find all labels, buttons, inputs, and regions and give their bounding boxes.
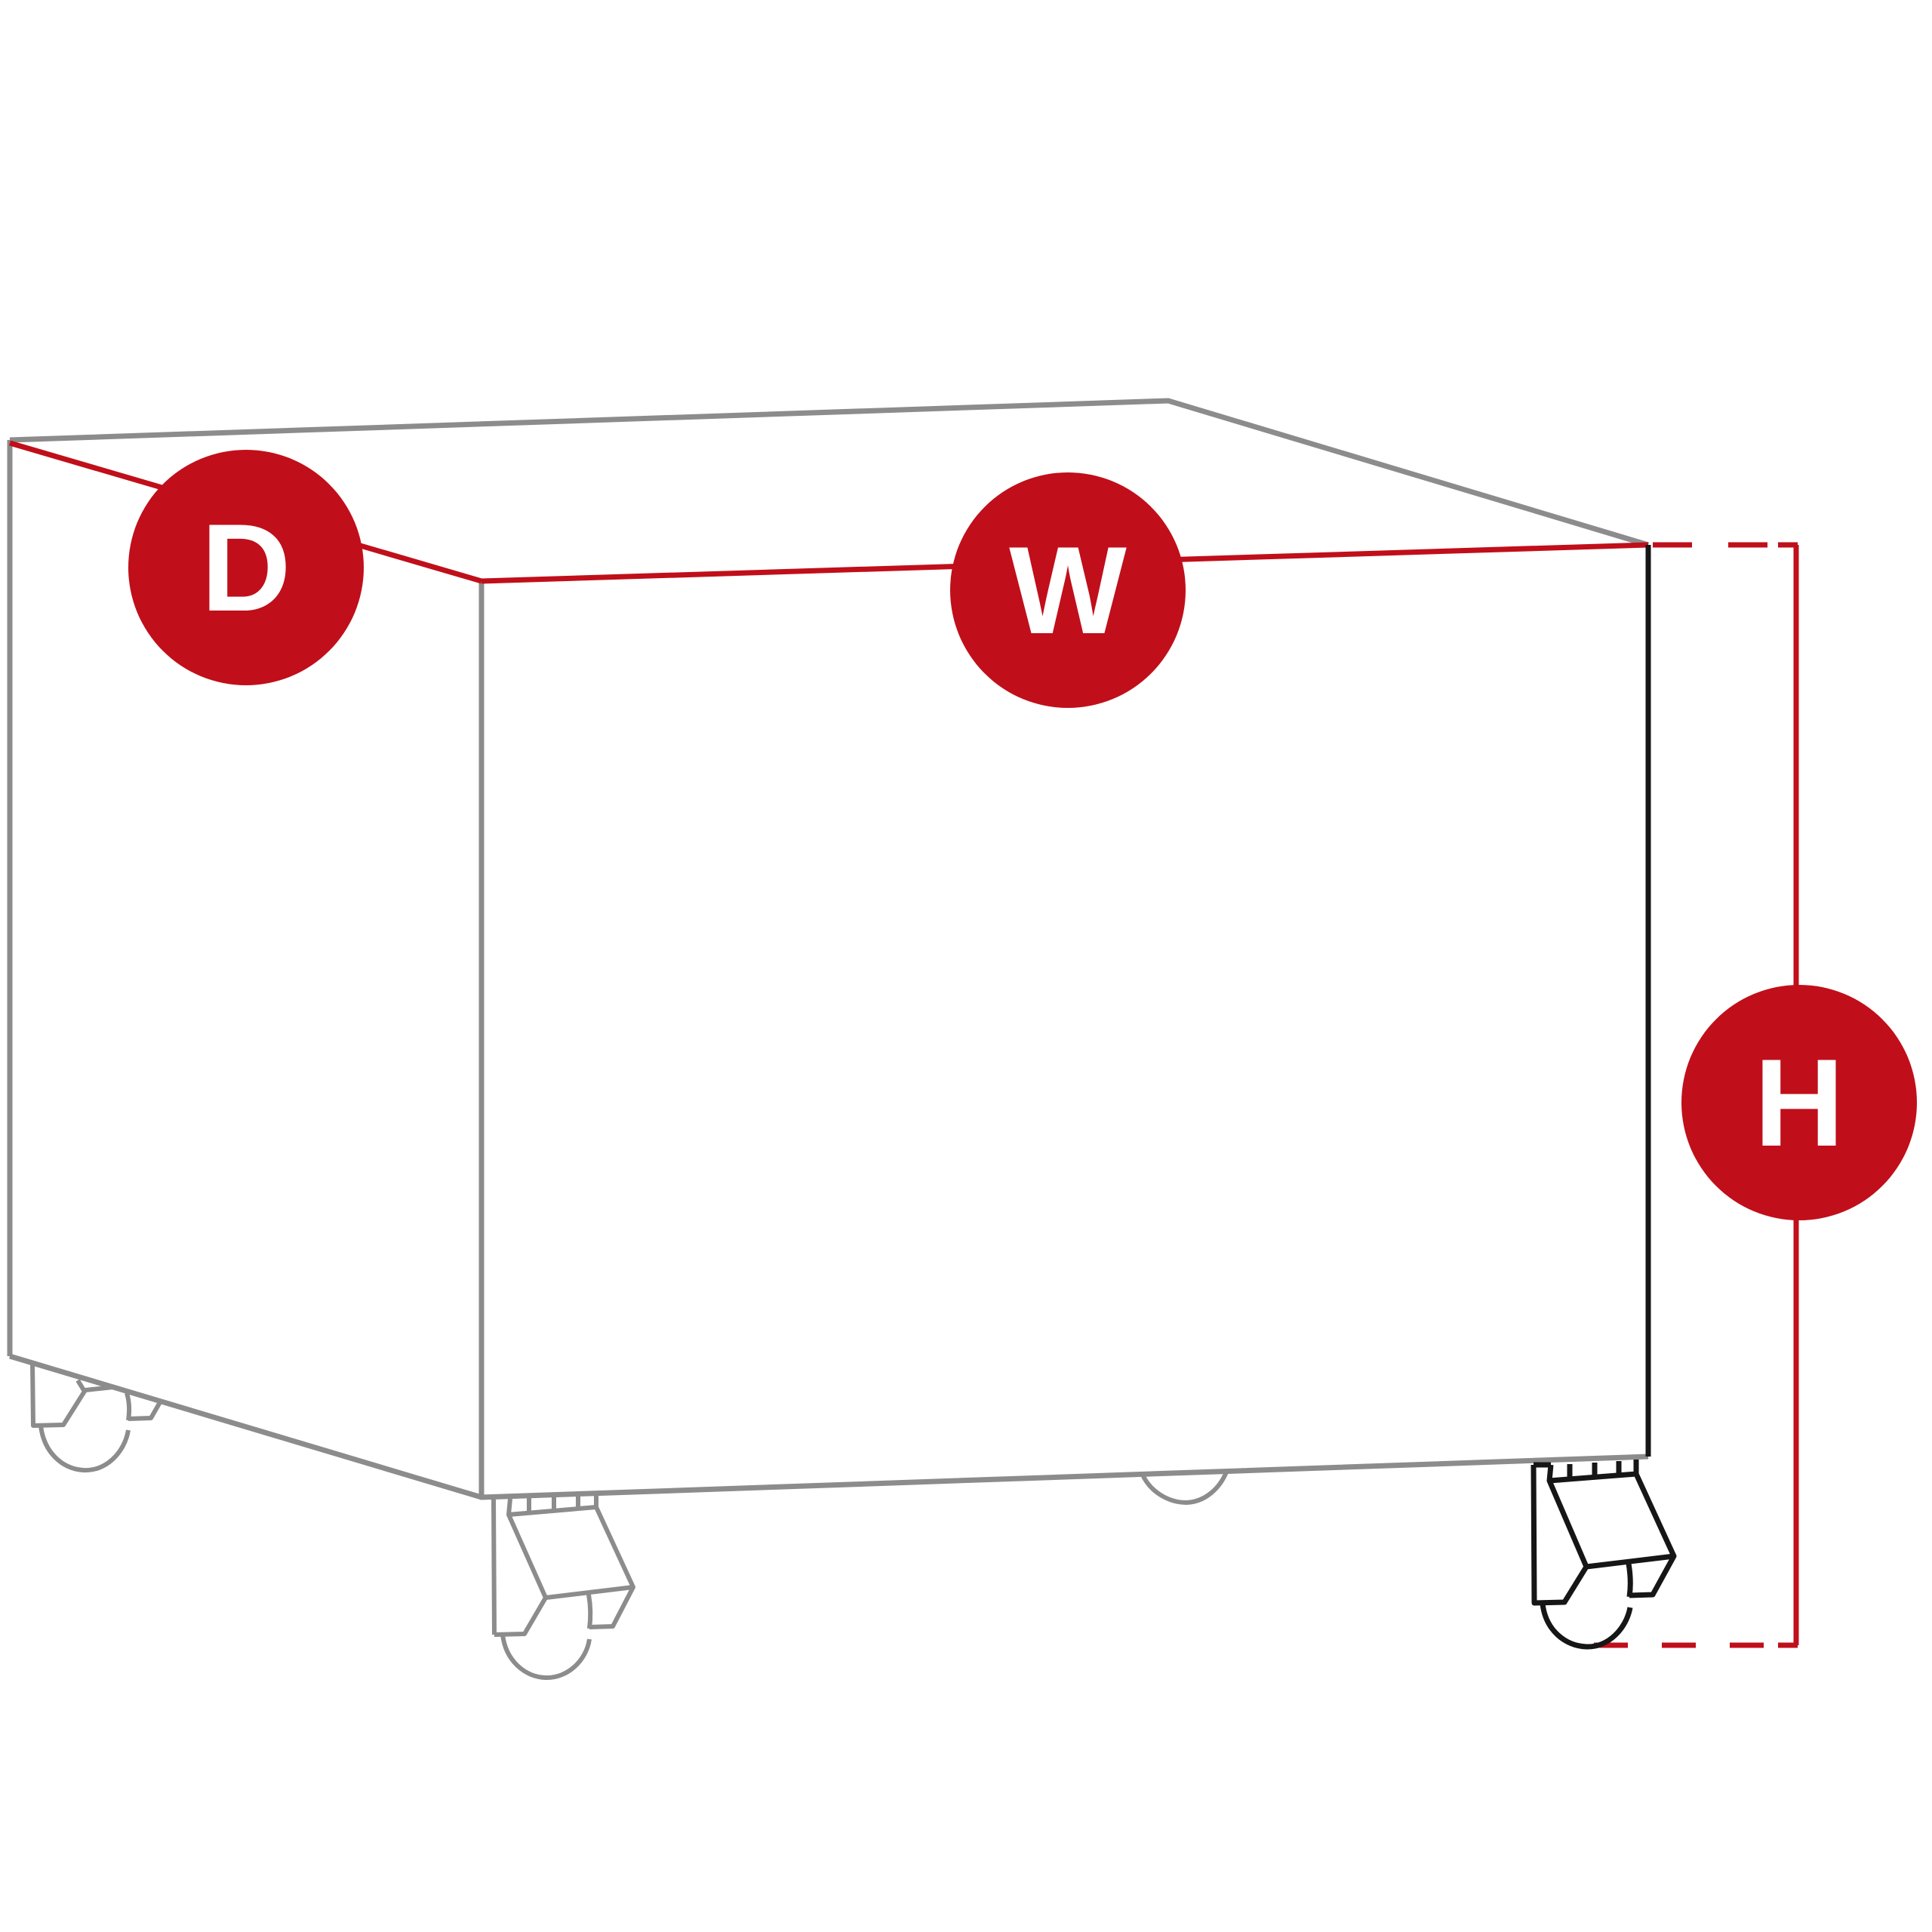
width-label: W: [1009, 521, 1127, 660]
depth-badge-circle: [128, 450, 364, 685]
width-badge: W: [950, 472, 1186, 708]
caster-front-right: [1531, 1460, 1677, 1650]
cabinet-outline: [7, 398, 1650, 1500]
height-label: H: [1754, 1033, 1844, 1172]
bottom-edges: [8, 1353, 1649, 1500]
depth-label: D: [201, 498, 291, 637]
caster-front-left: [491, 1493, 635, 1681]
depth-badge: D: [128, 450, 364, 685]
caster-back-left: [30, 1361, 162, 1473]
width-badge-circle: [950, 472, 1186, 708]
caster-back-right: [1140, 1469, 1229, 1506]
height-badge-circle: [1681, 985, 1917, 1220]
height-badge: H: [1681, 985, 1917, 1220]
top-back-edges: [9, 398, 1650, 548]
